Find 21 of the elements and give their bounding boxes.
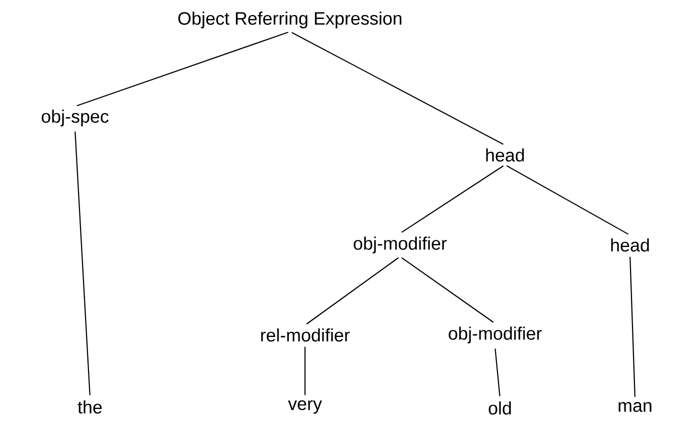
tree-label: very	[288, 400, 322, 414]
tree-branch	[76, 32, 288, 106]
tree-label: head	[611, 238, 649, 252]
tree-branch	[292, 32, 504, 145]
tree-branch	[630, 256, 636, 397]
tree-branch	[401, 257, 494, 323]
tree-branch	[74, 132, 90, 396]
tree-label: old	[488, 401, 511, 415]
tree-branch	[401, 165, 504, 233]
tree-branch	[306, 257, 399, 324]
tree-branch	[494, 348, 500, 396]
tree-label: man	[618, 402, 652, 412]
tree-branch	[506, 165, 629, 235]
tree-label: obj-modifier	[448, 326, 542, 344]
tree-label: Object Referring Expression	[178, 12, 402, 28]
tree-label: the	[78, 400, 102, 414]
tree-label: obj-modifier	[354, 236, 447, 254]
tree-label: head	[486, 148, 524, 162]
tree-branch	[304, 346, 306, 396]
tree-label: obj-spec	[42, 110, 109, 126]
tree-label: rel-modifier	[261, 328, 350, 342]
